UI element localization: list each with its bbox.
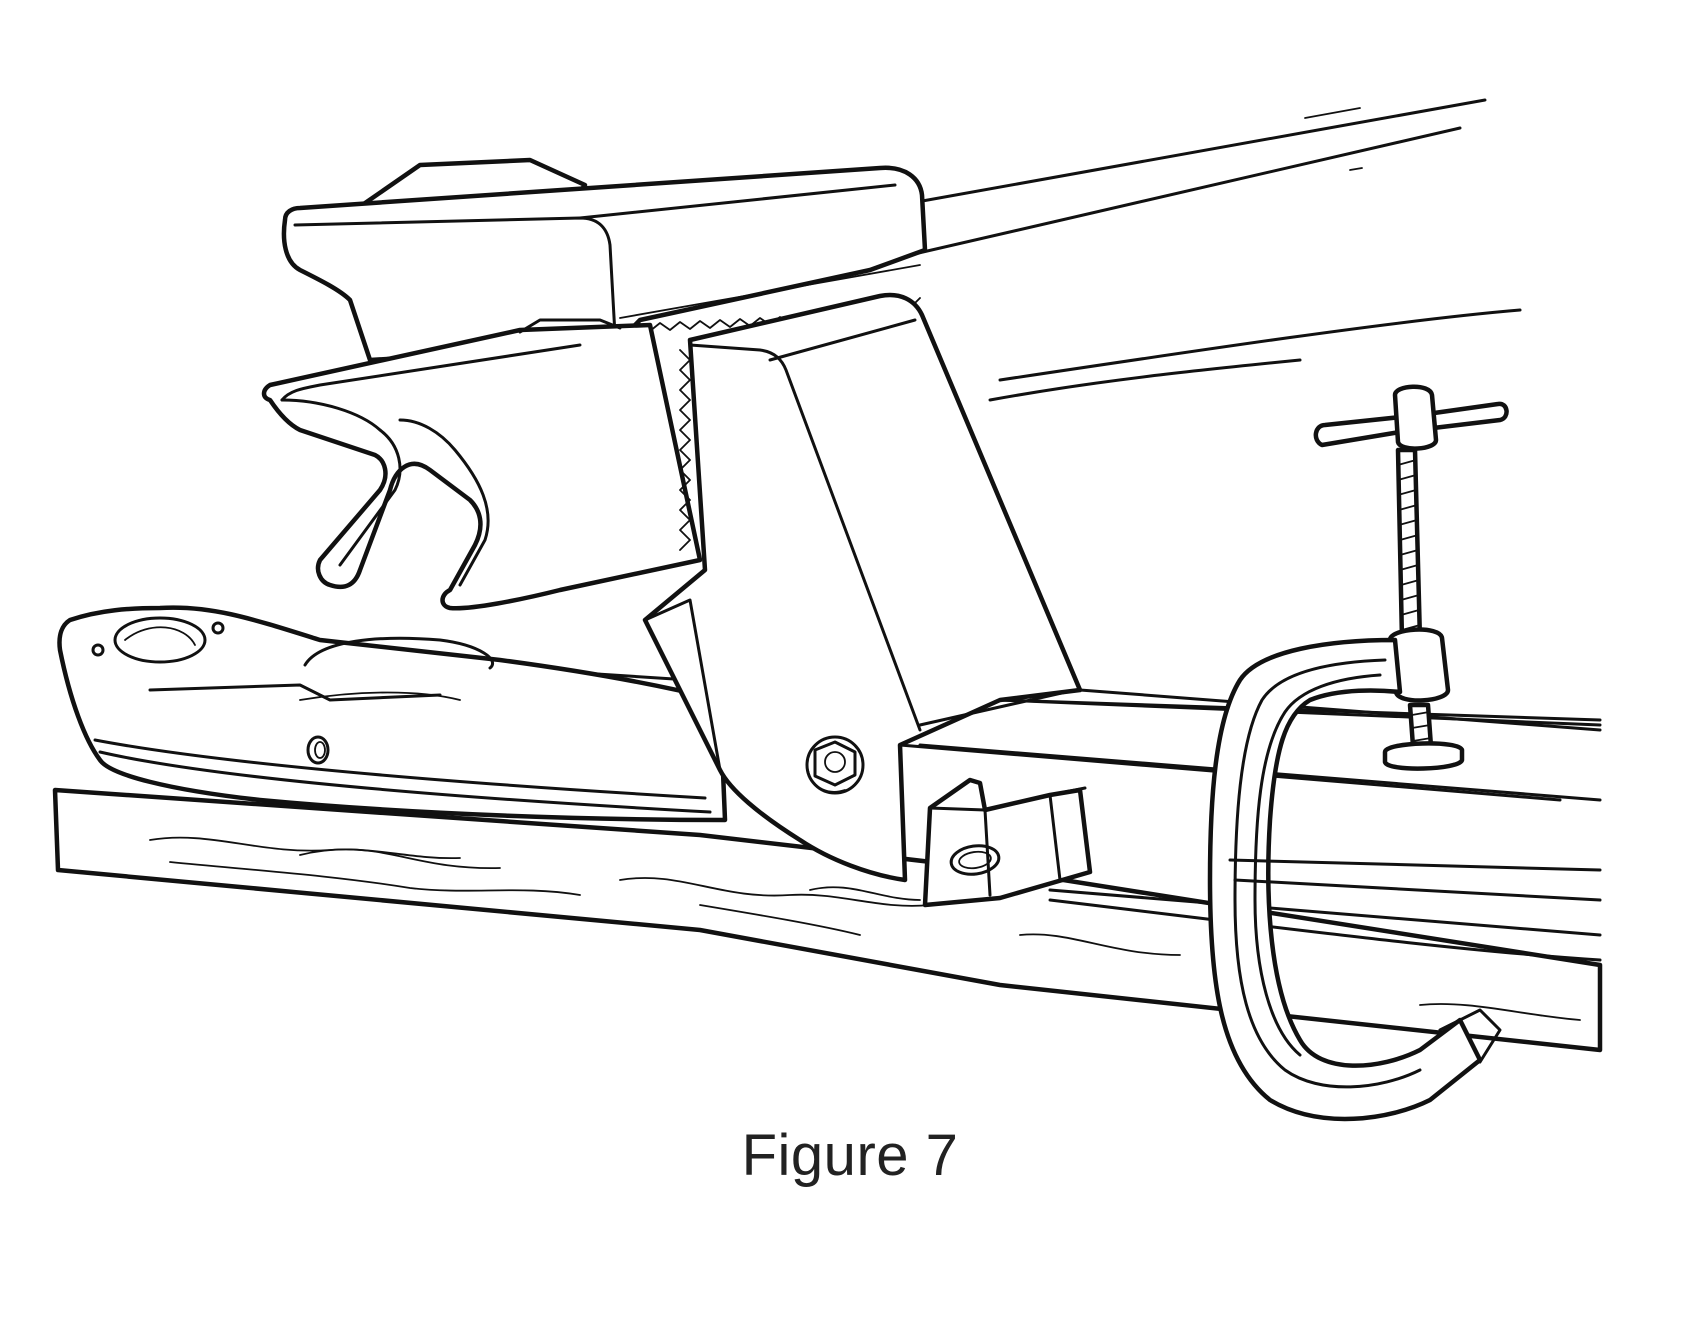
press-block bbox=[642, 292, 1083, 883]
bracket-icon bbox=[922, 777, 1093, 908]
c-clamp-icon bbox=[1207, 384, 1509, 1122]
anvil-icon bbox=[261, 157, 928, 611]
frame-rail-icon bbox=[898, 98, 1487, 257]
wood-board-icon bbox=[52, 787, 1603, 1053]
spring-line bbox=[1228, 858, 1602, 902]
spring-seat bbox=[57, 605, 728, 823]
figure-caption: Figure 7 bbox=[741, 1123, 959, 1188]
